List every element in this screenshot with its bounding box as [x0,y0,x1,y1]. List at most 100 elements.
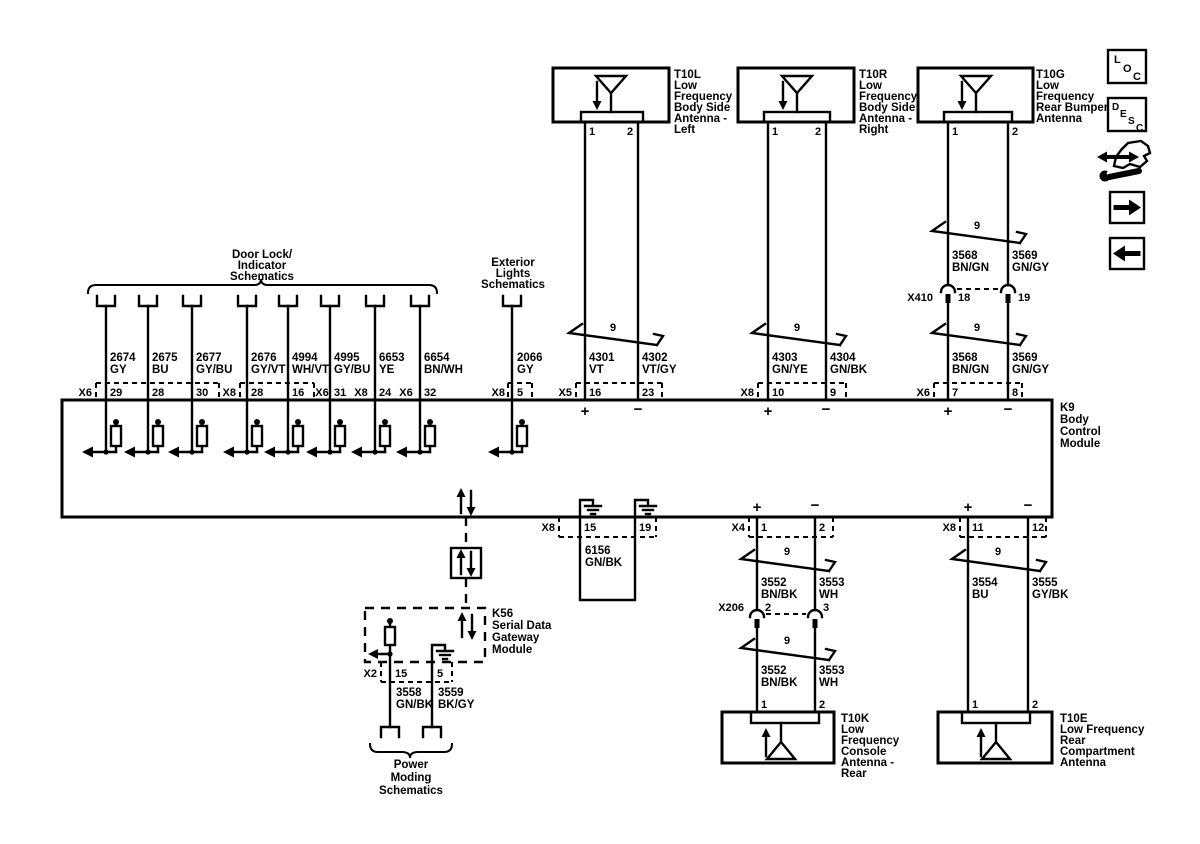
pin-number: 2 [1012,126,1018,138]
offpage-connector [379,725,401,739]
desc-button[interactable]: D E S C [1106,96,1148,134]
circuit-number: 3554 [972,577,998,589]
pin-number: 2 [819,522,825,534]
circuit-number: 3569 [1012,352,1038,364]
circuit-number: 2674 [110,352,136,364]
component-desc: Right [859,124,889,136]
wire-color: GY/VT [251,364,286,376]
ref-line: Power [394,759,429,771]
rear-branch: + − X8 11 12 9 3554 BU 3555 GY/BK 1 2 T1… [936,497,1145,769]
pin-number: 1 [589,126,595,138]
wire-color: GY [517,364,534,376]
circuit-number: 2066 [517,352,543,364]
component-desc: Body [1060,414,1089,426]
wire-color: GN/GY [1012,364,1049,376]
input-driver-icon [486,417,529,459]
k56-section: K56 Serial Data Gateway Module X2 15 5 3… [363,517,552,797]
twist-count: 9 [974,322,980,334]
pin-number: 1 [952,126,958,138]
brace [368,742,454,759]
door-lock-section: Door Lock/ Indicator Schematics 2674 GY … [79,249,463,454]
pin-number: 2 [819,699,825,711]
console-branch: + − X4 1 2 9 3552 BN/BK 3553 WH X206 2 3… [718,497,899,780]
inline-terminal [748,608,766,630]
component-desc: Frequency [859,91,918,103]
loc-button[interactable]: L O C [1106,48,1148,85]
circuit-number: 6156 [585,545,611,557]
pin-number: 7 [952,387,958,399]
ground-icon [430,643,455,664]
connector-label: X6 [399,387,412,399]
ref-line: Lights [496,268,531,280]
offpage-connector [277,294,299,308]
connector-label: X6 [917,387,930,399]
component-desc: Low [674,80,697,92]
pin-number: 28 [251,387,263,399]
door-lock-ref-label[interactable]: Door Lock/ Indicator Schematics [230,249,294,283]
circuit-number: 2676 [251,352,277,364]
wire-color: GY/BU [196,364,232,376]
pin-number: 16 [589,387,601,399]
wire-color: GY/BU [334,364,370,376]
component-desc: Console [841,746,886,758]
component-desc: Antenna [1060,757,1107,769]
component-desc: Body Side [859,102,915,114]
circuit-number: 4995 [334,352,360,364]
pin-number: 23 [642,387,654,399]
serial-data-icon [455,486,477,518]
wire-color: YE [379,364,395,376]
wire-color: GN/BK [585,557,623,569]
pin-number: 12 [1032,522,1044,534]
circuit-number: 3569 [1012,250,1038,262]
power-moding-ref-label[interactable]: Power Moding Schematics [379,759,443,797]
offpage-connector [95,294,117,308]
component-desc: Low [1036,80,1059,92]
connector-label: X8 [542,522,555,534]
t10l-branch: T10L Low Frequency Body Side Antenna - L… [551,66,733,420]
wire-color: WH [819,589,838,601]
vehicle-repair-icon[interactable] [1097,139,1152,182]
pin-number: 1 [761,522,767,534]
offpage-connector [421,725,443,739]
connector-label: X206 [718,602,744,614]
serial-link-box [449,546,483,580]
pin-number: 2 [627,126,633,138]
wire-color: BN/BK [761,677,798,689]
k56-box [363,606,487,664]
input-driver-icon [394,417,437,459]
component-desc: Left [674,124,695,136]
antenna-icon [956,74,993,114]
ground-icon [578,498,603,519]
connector-label: X410 [907,292,933,304]
ground-loop: X8 15 19 6156 GN/BK [542,515,657,602]
input-driver-icon [262,417,305,459]
component-desc: Antenna - [859,113,912,125]
circuit-number: 4303 [772,352,798,364]
offpage-connector [236,294,258,308]
component-desc: Compartment [1060,746,1135,758]
pin-number: 3 [823,602,829,614]
exterior-ref-label[interactable]: Exterior Lights Schematics [481,257,545,291]
serial-data-icon [455,547,477,579]
circuit-number: 6654 [424,352,450,364]
component-id: T10L [674,69,701,81]
wire-color: BN/GN [952,262,989,274]
t10k-connector-tab [749,710,821,725]
exterior-lights-section: Exterior Lights Schematics 2066 GY X8 5 [481,257,545,454]
polarity-plus: + [944,403,953,420]
component-id: T10G [1036,69,1065,81]
back-arrow-button[interactable] [1108,236,1146,271]
input-driver-icon [304,417,347,459]
polarity-plus: + [753,499,762,516]
wire-color: VT/GY [642,364,677,376]
pin-number: 16 [292,387,304,399]
loc-letter-c: C [1133,71,1141,83]
circuit-number: 4302 [642,352,668,364]
ref-line: Schematics [481,279,545,291]
wire-color: GY/BK [1032,589,1069,601]
forward-arrow-button[interactable] [1108,190,1146,225]
component-desc: Module [1060,438,1100,450]
component-desc: Low [859,80,882,92]
wire-color: BK/GY [438,699,475,711]
